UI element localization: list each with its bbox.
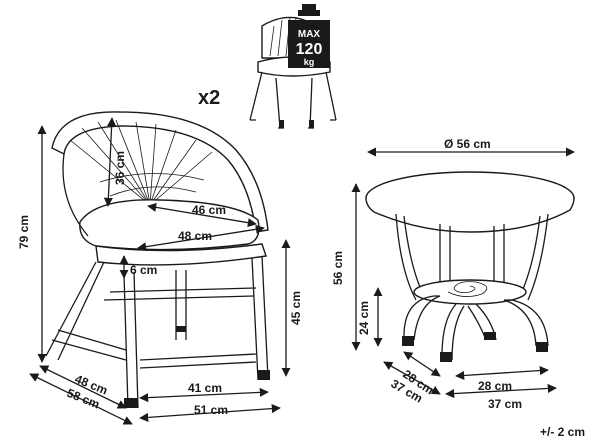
table-height-label: 56 cm [331,251,345,285]
chair-overall-width-label: 51 cm [194,403,228,417]
table-base-width-label: 28 cm [478,379,512,393]
table-overall-width-label: 37 cm [488,397,522,411]
chair-height-label: 79 cm [17,215,31,249]
table-dimension-lines [351,147,575,399]
weight-value: 120 [296,41,323,58]
chair-seat-width-label: 48 cm [178,229,212,243]
chair-dimension-lines [29,117,291,425]
weight-unit: kg [304,57,315,67]
weight-max-label: MAX [298,29,321,40]
quantity-label: x2 [198,87,220,109]
tolerance-note: +/- 2 cm [540,425,585,439]
max-weight-icon: MAX 120 kg [288,4,330,68]
chair-seat-thickness-label: 6 cm [130,263,157,277]
chair-backrest-height-label: 36 cm [113,151,127,185]
chair-illustration [45,111,270,409]
table-shelf-height-label: 24 cm [357,301,371,335]
table-diameter-label: Ø 56 cm [444,137,491,151]
table-illustration [365,171,575,362]
chair-backrest-width-label: 46 cm [192,203,226,217]
chair-seat-height-label: 45 cm [289,291,303,325]
chair-leg-width-label: 41 cm [188,381,222,395]
